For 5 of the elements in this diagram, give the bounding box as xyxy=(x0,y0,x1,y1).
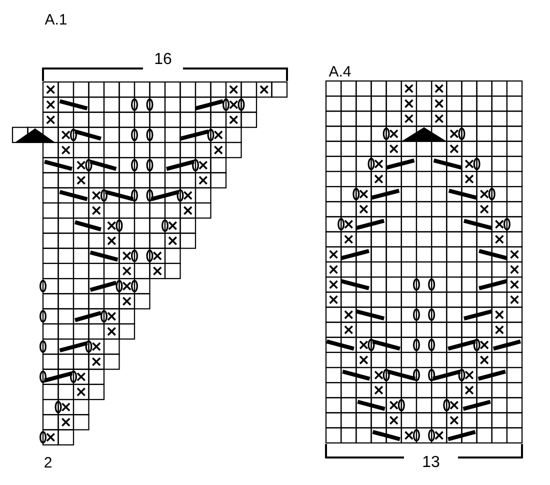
dimension-label: 13 xyxy=(422,455,440,471)
chart-title: A.4 xyxy=(328,64,352,80)
chart-title: A.1 xyxy=(44,12,68,28)
dimension-label: 16 xyxy=(154,52,172,68)
stitch-count-label: 2 xyxy=(44,456,52,470)
